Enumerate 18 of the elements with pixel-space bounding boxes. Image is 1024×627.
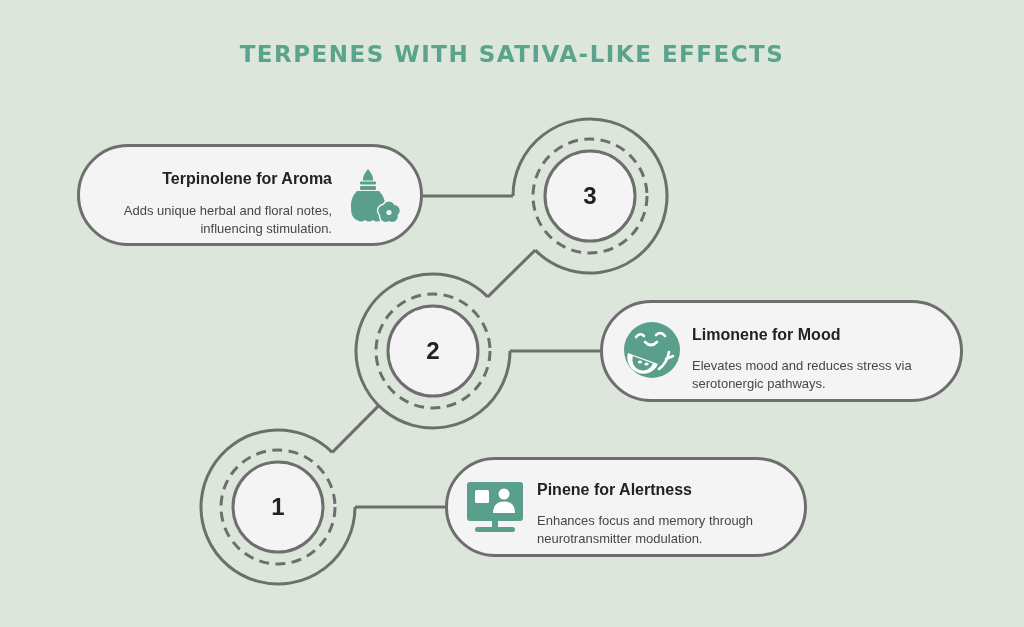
connector-line	[355, 505, 445, 509]
connector-line	[510, 349, 600, 353]
connector-line	[331, 404, 380, 454]
step-number: 2	[426, 338, 440, 364]
numbered-ring	[199, 428, 357, 586]
card-title: Terpinolene for Aroma	[162, 170, 332, 188]
card-description: Elevates mood and reduces stress via serotonergic pathways.	[692, 357, 913, 393]
card-title: Limonene for Mood	[692, 326, 841, 344]
card-description: Adds unique herbal and floral notes, influencing stimulation.	[122, 202, 332, 238]
card-description: Enhances focus and memory through neurotransmitter modulation.	[537, 512, 755, 548]
step-number: 3	[583, 183, 597, 209]
card-title: Pinene for Alertness	[537, 481, 692, 499]
connector-line	[423, 194, 513, 198]
page-title: TERPENES WITH SATIVA-LIKE EFFECTS	[239, 40, 785, 68]
numbered-ring	[354, 272, 512, 430]
numbered-ring	[511, 117, 669, 275]
connector-line	[486, 249, 537, 298]
step-number: 1	[271, 494, 285, 520]
